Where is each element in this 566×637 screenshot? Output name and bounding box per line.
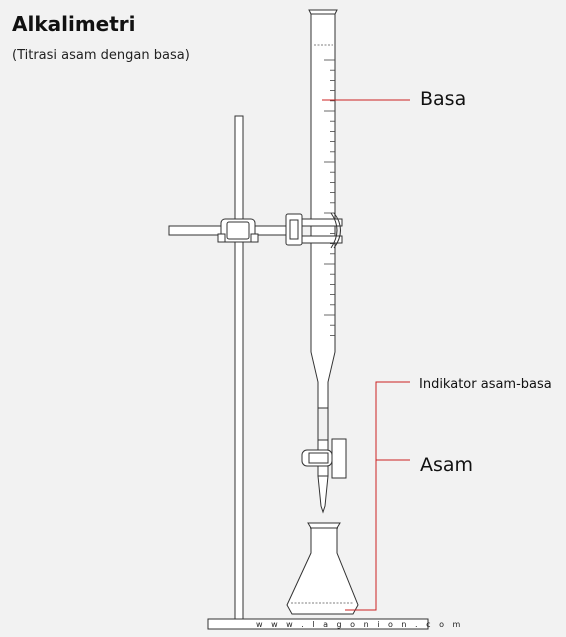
stand-base <box>207 618 429 630</box>
burette-clamp <box>285 212 343 249</box>
label-pointers <box>322 99 410 611</box>
label-basa: Basa <box>420 88 467 110</box>
stand-rod <box>234 115 244 620</box>
boss-head <box>217 218 259 243</box>
stopcock <box>301 408 347 479</box>
label-indikator: Indikator asam-basa <box>419 377 552 392</box>
burette <box>308 9 338 409</box>
label-asam: Asam <box>420 454 474 476</box>
watermark-text: w w w . l a g o n i o n . c o m <box>256 620 464 629</box>
diagram-subtitle: (Titrasi asam dengan basa) <box>12 48 190 63</box>
burette-tip <box>317 475 329 514</box>
indikator-pointer <box>345 381 410 611</box>
diagram-title: Alkalimetri <box>12 12 136 36</box>
erlenmeyer-flask <box>286 522 359 615</box>
